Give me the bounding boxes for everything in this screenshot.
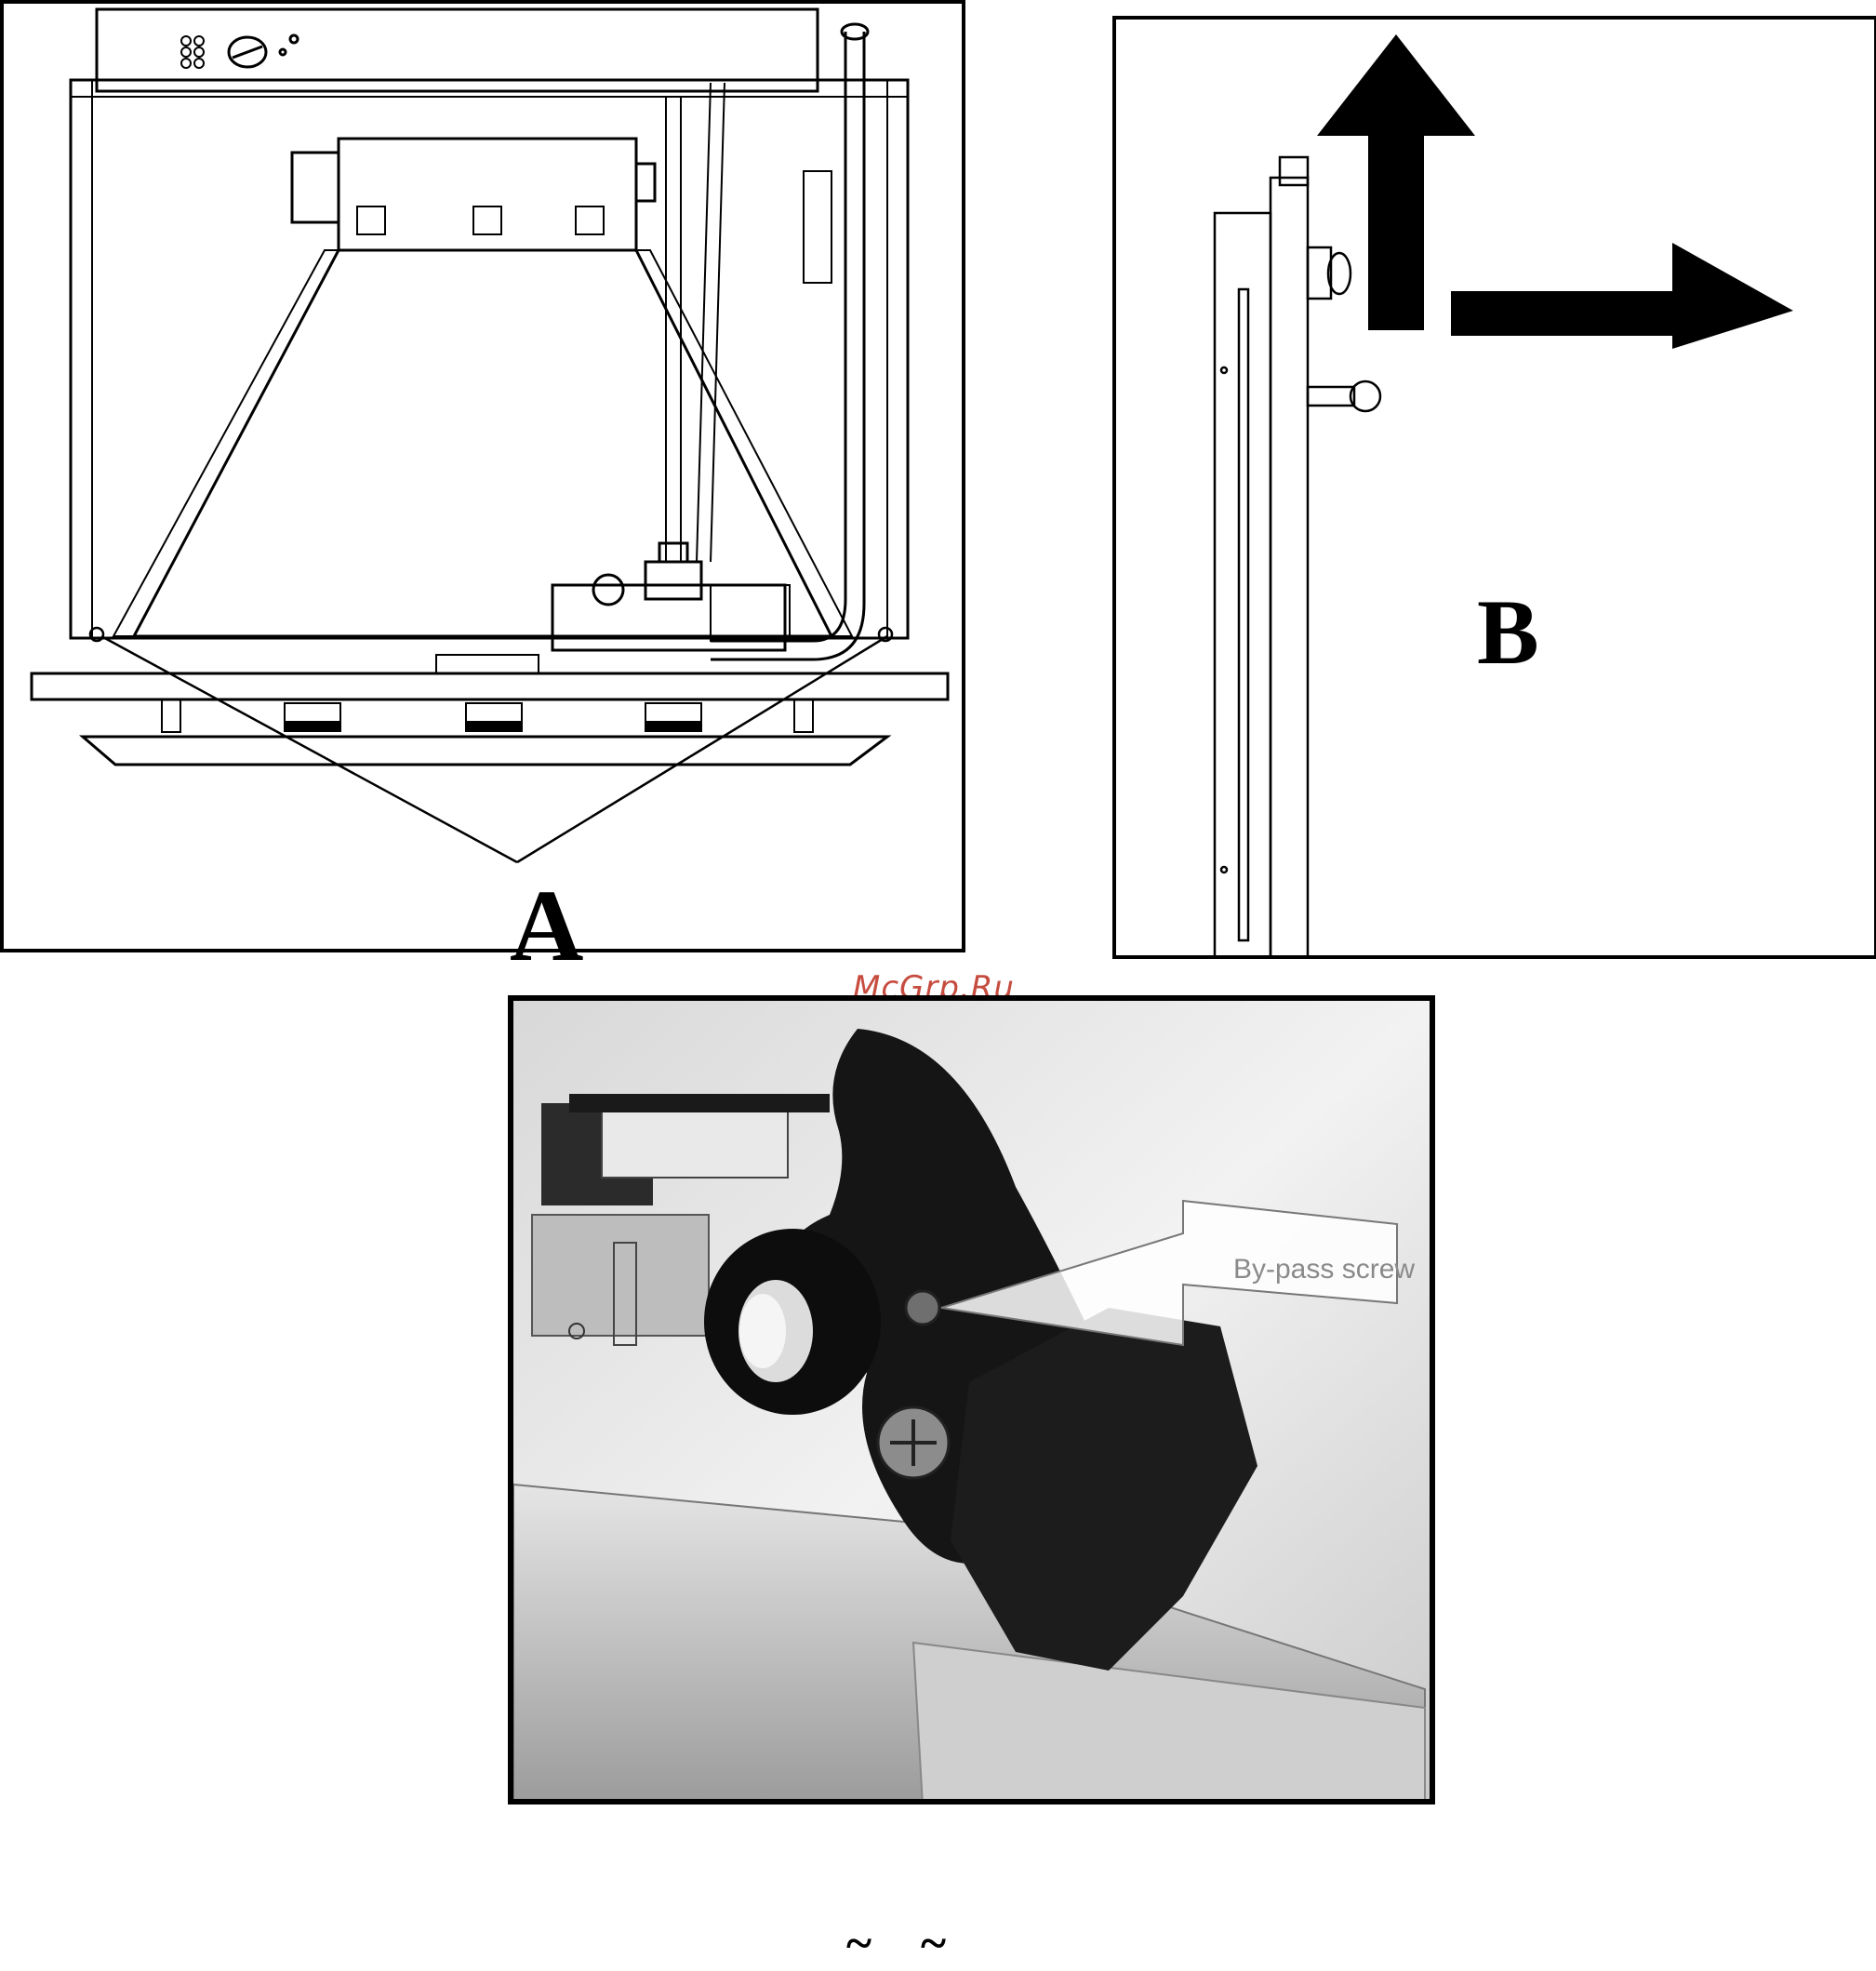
panel-a-label: A <box>510 874 583 977</box>
lower-tray <box>83 737 887 765</box>
feet <box>162 699 813 732</box>
gas-valve <box>552 543 790 650</box>
arrow-up-icon <box>1317 34 1475 330</box>
photo-illustration: By-pass screw <box>513 1001 1435 1805</box>
appliance-side-profile <box>1215 157 1380 959</box>
burner-hood <box>113 250 852 636</box>
pilot-tube <box>666 83 725 562</box>
base-plate <box>32 673 948 699</box>
panel-a-drawing <box>4 4 965 952</box>
bypass-screw-label: By-pass screw <box>1233 1254 1415 1285</box>
callout-lines-a <box>90 628 892 862</box>
panel-b-side-view <box>1112 16 1876 959</box>
footer-marks: ~ ~ <box>846 1916 946 1971</box>
arrow-right-icon-body <box>1451 291 1672 336</box>
panel-a-front-view <box>0 0 965 952</box>
panel-b-label: B <box>1477 586 1539 679</box>
knob <box>704 1229 881 1415</box>
control-knob-icon <box>229 35 298 67</box>
panel-b-drawing <box>1116 20 1876 959</box>
burner-head <box>292 139 655 250</box>
mounting-screw-icon <box>878 1407 949 1478</box>
main-frame <box>71 80 908 638</box>
bypass-screw-icon <box>906 1291 939 1325</box>
panel-c-photo: By-pass screw <box>508 995 1435 1805</box>
side-bracket <box>804 171 832 283</box>
gas-pipe <box>711 24 868 659</box>
indicator-dots-icon <box>181 36 204 68</box>
